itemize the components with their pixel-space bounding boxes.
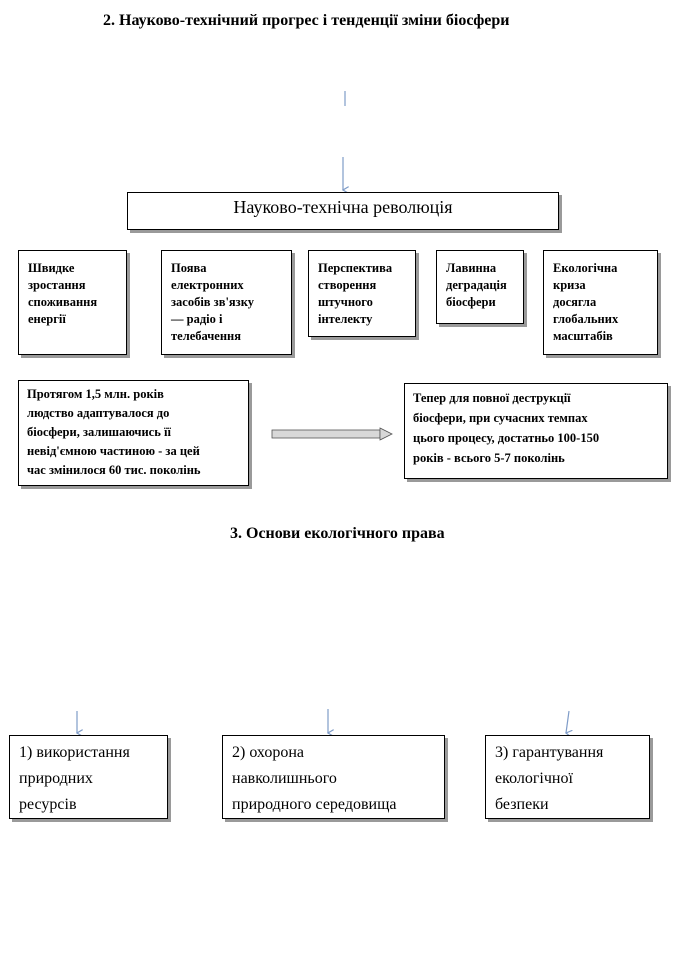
arrow-to-law-3 [566, 710, 569, 733]
revolution-box: Науково-технічна революція [127, 192, 559, 230]
law-box-safety: 3) гарантування екологічної безпеки [485, 735, 650, 819]
law-item-label: 1) використання природних ресурсів [19, 744, 130, 813]
law-box-environment: 2) охорона навколишнього природного сере… [222, 735, 445, 819]
law-item-label: 2) охорона навколишнього природного сере… [232, 744, 397, 813]
section-2-title: 2. Науково-технічний прогрес і тенденції… [103, 12, 510, 29]
factor-label: Перспектива створення штучного інтелекту [318, 261, 393, 326]
present-destruction-text: Тепер для повної деструкції біосфери, пр… [413, 391, 600, 465]
factor-box-degradation: Лавинна деградація біосфери [436, 250, 524, 324]
factor-label: Поява електронних засобів зв'язку — раді… [171, 261, 254, 343]
factor-label: Лавинна деградація біосфери [446, 261, 507, 309]
arrow-past-to-present [271, 427, 393, 441]
past-adaptation-box: Протягом 1,5 млн. років людство адаптува… [18, 380, 249, 486]
factor-label: Швидке зростання споживання енергії [28, 261, 98, 326]
factor-box-electronics: Поява електронних засобів зв'язку — раді… [161, 250, 292, 355]
factor-box-crisis: Екологічна криза досягла глобальних масш… [543, 250, 658, 355]
present-destruction-box: Тепер для повної деструкції біосфери, пр… [404, 383, 668, 479]
factor-box-energy: Швидке зростання споживання енергії [18, 250, 127, 355]
factor-label: Екологічна криза досягла глобальних масш… [553, 261, 619, 343]
law-item-label: 3) гарантування екологічної безпеки [495, 744, 604, 813]
section-3-title: 3. Основи екологічного права [230, 525, 445, 542]
past-adaptation-text: Протягом 1,5 млн. років людство адаптува… [27, 387, 201, 477]
revolution-label: Науково-технічна революція [233, 197, 453, 217]
factor-box-ai: Перспектива створення штучного інтелекту [308, 250, 416, 337]
law-box-resources: 1) використання природних ресурсів [9, 735, 168, 819]
